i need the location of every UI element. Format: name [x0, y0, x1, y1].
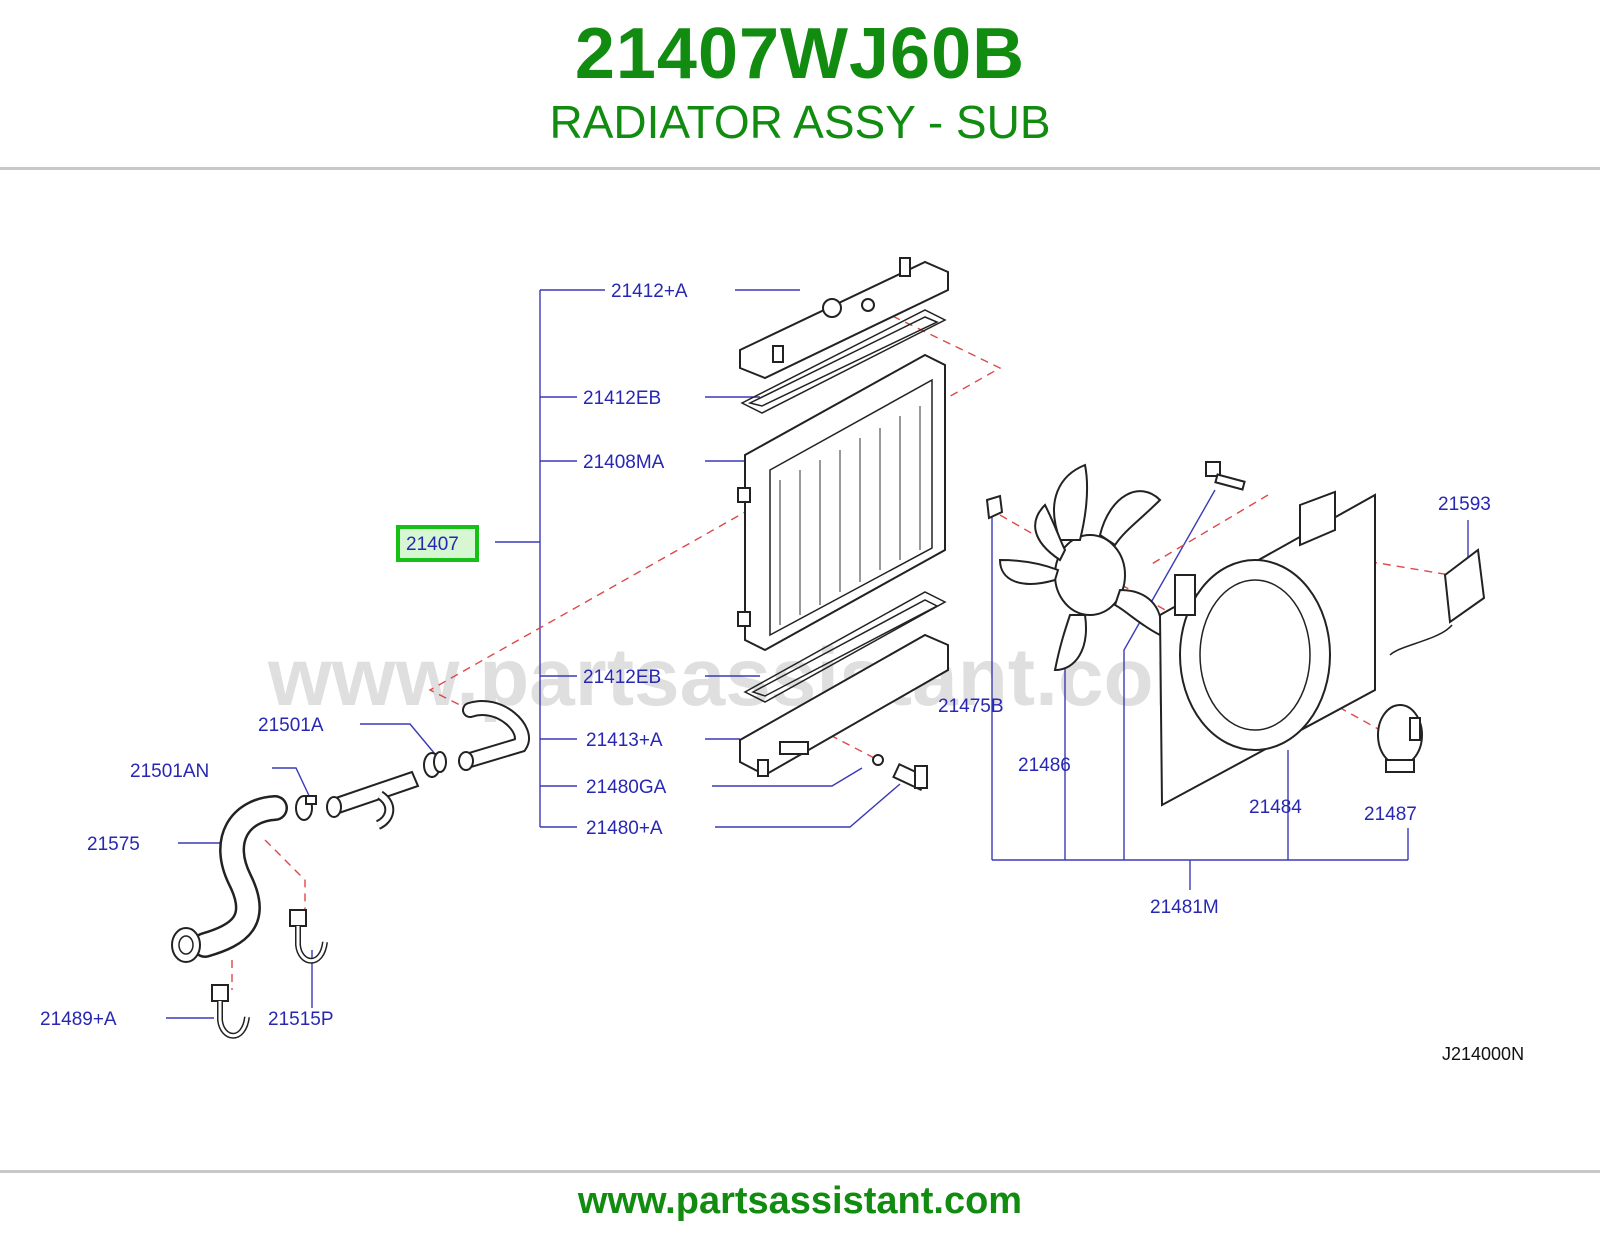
- lower-seal-part: [743, 591, 947, 703]
- footer-divider: [0, 1170, 1600, 1173]
- nut-21475b: [985, 494, 1004, 520]
- upper-hose-part: [458, 700, 530, 771]
- callout-21501an: 21501AN: [130, 761, 209, 782]
- motor-21487: [1377, 704, 1423, 773]
- fan-shroud-21484: [1158, 490, 1376, 807]
- hose-clip-21489a: [211, 984, 250, 1039]
- clamp-21501an: [295, 795, 317, 821]
- callout-21408ma: 21408MA: [583, 452, 665, 473]
- callout-21484: 21484: [1249, 797, 1302, 818]
- radiator-core-part: [737, 353, 946, 652]
- drain-cock-part: [892, 762, 928, 792]
- lower-tank-part: [739, 633, 949, 777]
- callout-21480ga: 21480GA: [586, 777, 667, 798]
- part-number-title: 21407WJ60B: [574, 14, 1026, 94]
- upper-seal-part: [740, 309, 947, 414]
- callout-21412eb-bottom: 21412EB: [583, 667, 661, 688]
- part-name-subtitle: RADIATOR ASSY - SUB: [549, 96, 1051, 148]
- callout-21412a: 21412+A: [611, 281, 688, 302]
- callout-21486: 21486: [1018, 755, 1071, 776]
- callout-21575: 21575: [87, 834, 140, 855]
- callout-21407-highlighted[interactable]: 21407: [406, 534, 459, 555]
- callout-21480a: 21480+A: [586, 818, 663, 839]
- upper-tank-part: [739, 257, 949, 380]
- callout-21413a: 21413+A: [586, 730, 663, 751]
- pipe-part: [326, 770, 420, 830]
- highlighted-part-box: [396, 525, 479, 562]
- fan-callout-tree: [991, 489, 1469, 890]
- bolt-part: [1205, 461, 1246, 491]
- footer-website[interactable]: www.partsassistant.com: [577, 1180, 1023, 1222]
- callout-21501a: 21501A: [258, 715, 324, 736]
- callout-21515p: 21515P: [268, 1009, 334, 1030]
- diagram-code: J214000N: [1442, 1044, 1524, 1064]
- lower-hose-part: [171, 795, 288, 963]
- callout-21489a: 21489+A: [40, 1009, 117, 1030]
- fan-blade-21486: [998, 463, 1162, 672]
- callout-21593: 21593: [1438, 494, 1491, 515]
- header-divider: [0, 167, 1600, 170]
- callout-21475b: 21475B: [938, 696, 1004, 717]
- hose-clip-21515p: [289, 909, 328, 964]
- callout-21487: 21487: [1364, 804, 1417, 825]
- clamp-21501a: [423, 751, 447, 778]
- callout-21412eb-top: 21412EB: [583, 388, 661, 409]
- callout-21481m: 21481M: [1150, 897, 1219, 918]
- radiator-callout-tree: [495, 289, 901, 828]
- parts-diagram: www.partsassistant.com: [40, 257, 1524, 1064]
- connector-21593: [1389, 548, 1486, 656]
